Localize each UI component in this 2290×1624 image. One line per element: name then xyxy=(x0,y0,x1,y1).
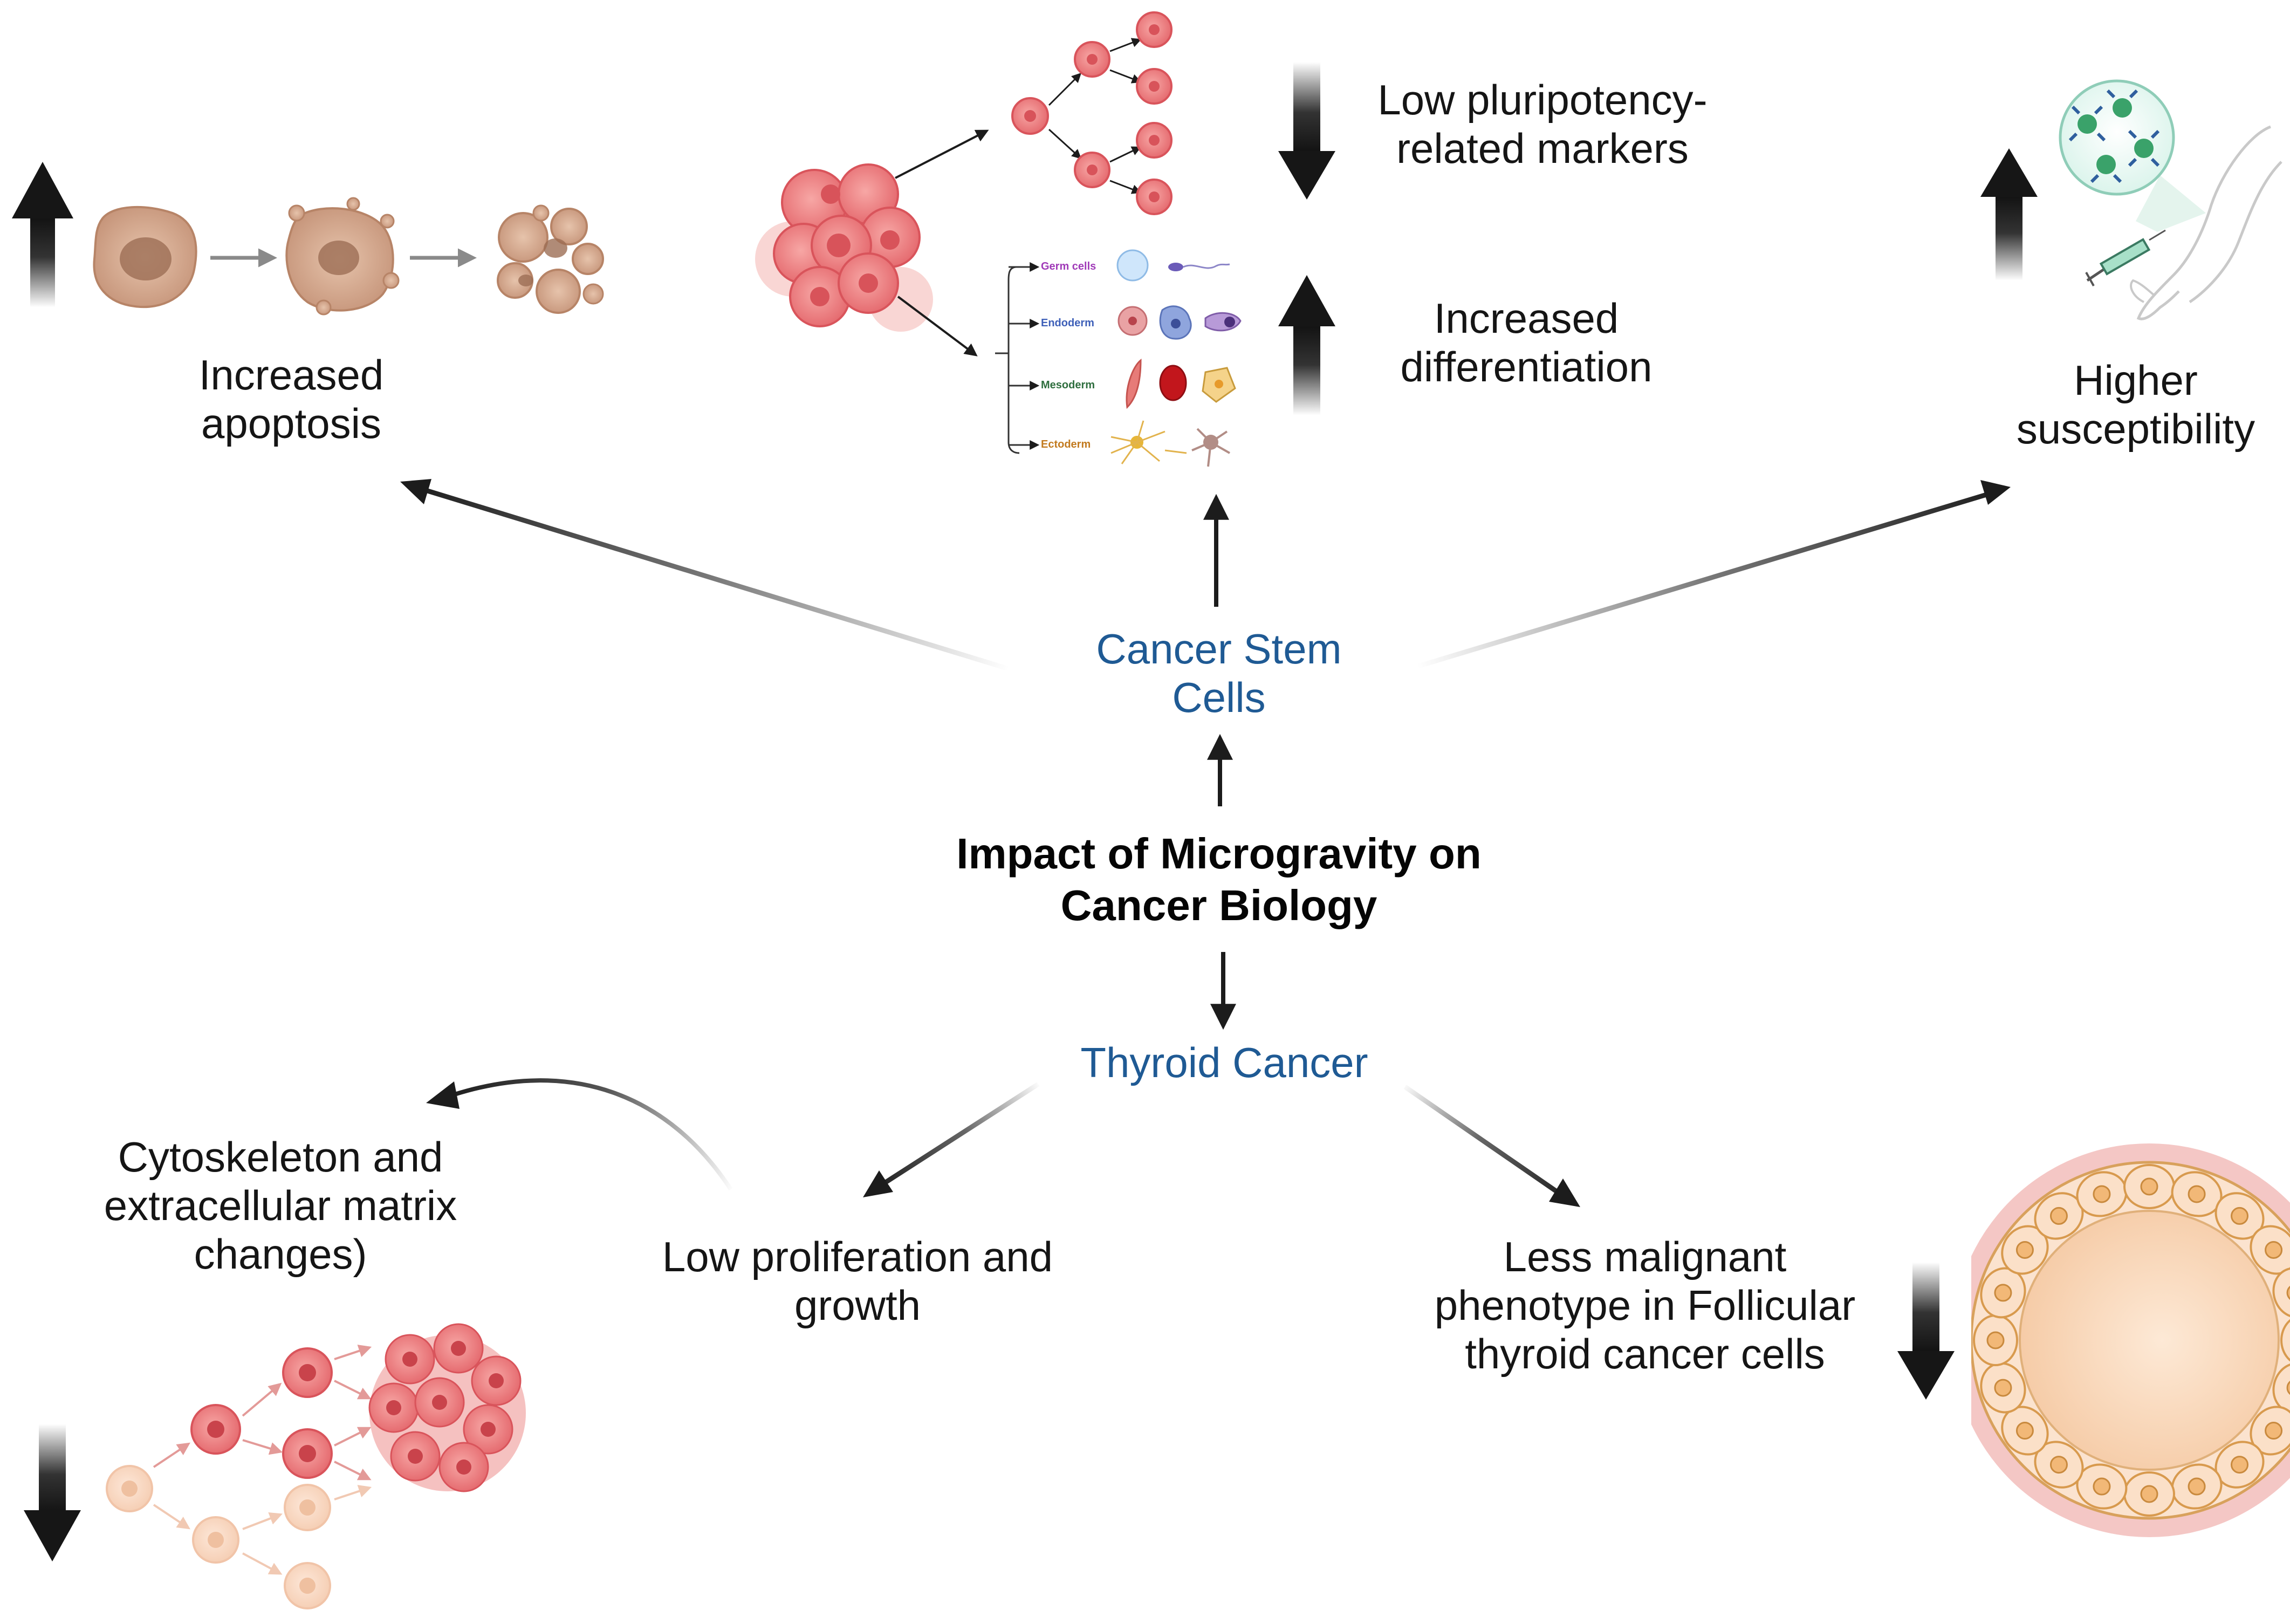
follicle-cell xyxy=(2280,1314,2290,1366)
germ-layers-panel: Germ cells Endoderm Mesoderm Ectoderm xyxy=(995,249,1242,467)
follicle-cell-nucleus xyxy=(2015,1241,2034,1259)
follicle-cell-nucleus xyxy=(1994,1379,2012,1397)
pluripotency-down-arrow xyxy=(1278,62,1335,200)
drug-injection-illustration xyxy=(2059,79,2282,320)
thyroid-cancer-label: Thyroid Cancer xyxy=(1080,1039,1368,1086)
proliferation-illustration xyxy=(106,1323,526,1609)
connector-arrows xyxy=(400,479,2011,1207)
follicle-cell-nucleus xyxy=(2140,1485,2158,1503)
follicle-cell-nucleus xyxy=(2140,1177,2158,1196)
follicle-cell-nucleus xyxy=(2265,1241,2283,1259)
arrow-stem-to-apoptosis xyxy=(409,483,1010,671)
malignant-down-arrow xyxy=(1897,1262,1955,1400)
arrow-thyroid-to-proliferation xyxy=(875,1082,1040,1190)
magnified-bubble-icon xyxy=(2059,79,2175,196)
antibody-cluster-icon xyxy=(2068,89,2160,183)
arrow-thyroid-to-malignant-head xyxy=(1549,1178,1580,1207)
follicle-cell-nucleus xyxy=(2093,1477,2111,1496)
follicle-cell-nucleus xyxy=(2286,1380,2290,1395)
arrow-stem-to-susceptibility xyxy=(1417,489,1997,669)
sperm-icon xyxy=(1168,263,1230,271)
follicle-cell-nucleus xyxy=(1994,1284,2012,1302)
follicle-cell-nucleus xyxy=(2049,1456,2068,1474)
endoderm-label: Endoderm xyxy=(1041,317,1094,329)
follicle-cell-nucleus xyxy=(2049,1207,2068,1225)
follicle-cell-nucleus xyxy=(2286,1285,2290,1300)
oocyte-icon xyxy=(1116,249,1149,282)
tumor-mass-icon xyxy=(368,1323,526,1492)
follicle-cell-nucleus xyxy=(2015,1422,2034,1440)
apoptosis-up-arrow xyxy=(12,162,73,307)
apoptosis-illustration xyxy=(93,197,604,316)
self-renewal-tree xyxy=(895,11,1173,357)
susceptibility-up-arrow xyxy=(1980,148,2038,280)
mesoderm-cells-icon xyxy=(1126,358,1236,409)
follicle-cell-nucleus xyxy=(2231,1456,2249,1474)
ectoderm-cells-icon xyxy=(1110,420,1230,467)
arrow-thyroid-to-proliferation-head xyxy=(863,1170,893,1197)
follicle-cell-nucleus xyxy=(1986,1331,2005,1349)
apoptotic-bodies-icon xyxy=(497,204,604,314)
arrow-proliferation-to-cytoskeleton xyxy=(452,1078,733,1191)
arrow-proliferation-to-cytoskeleton-head xyxy=(426,1081,460,1109)
thyroid-follicle-illustration xyxy=(1971,1143,2290,1537)
syringe-icon xyxy=(2085,229,2166,286)
arrow-stem-to-susceptibility-head xyxy=(1980,480,2011,505)
follicle-cell xyxy=(2272,1267,2290,1319)
arm-outline-icon xyxy=(2130,125,2282,320)
follicle-cell-nucleus xyxy=(2265,1422,2283,1440)
follicle-cell-nucleus xyxy=(2093,1185,2111,1203)
arrow-thyroid-to-malignant xyxy=(1403,1085,1568,1201)
ectoderm-label: Ectoderm xyxy=(1041,438,1091,450)
differentiation-up-arrow xyxy=(1278,275,1335,415)
healthy-cell-icon xyxy=(93,205,197,309)
stem-cell-cluster-icon xyxy=(755,163,933,332)
proliferation-down-arrow xyxy=(24,1424,81,1561)
germ-cells-label: Germ cells xyxy=(1041,261,1096,272)
endoderm-cells-icon xyxy=(1117,305,1242,340)
mesoderm-label: Mesoderm xyxy=(1041,379,1095,391)
pluripotency-label: Low pluripotency-related markers xyxy=(1377,76,1708,172)
trend-arrows xyxy=(12,62,2038,1561)
follicle-cell-nucleus xyxy=(2231,1207,2249,1225)
follicle-cell-nucleus xyxy=(2188,1477,2206,1496)
shrinking-cell-icon xyxy=(285,197,400,316)
follicle-cell-nucleus xyxy=(2188,1185,2206,1203)
arrow-stem-to-apoptosis-head xyxy=(400,479,431,504)
